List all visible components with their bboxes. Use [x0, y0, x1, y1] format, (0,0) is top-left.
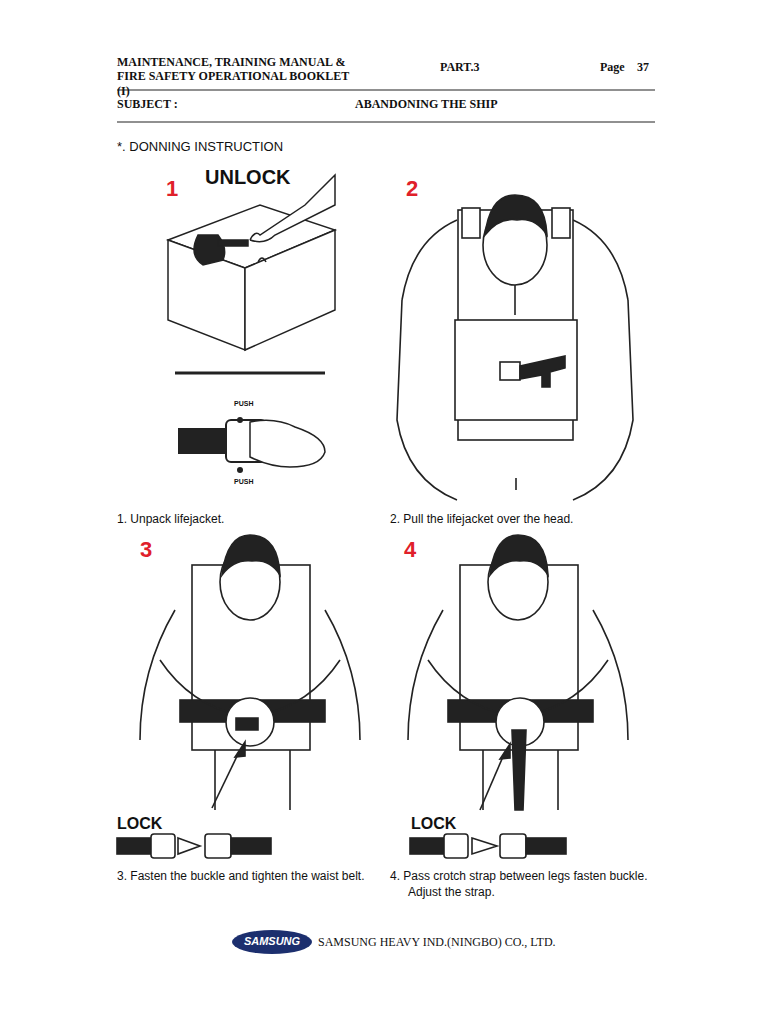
header-title: MAINTENANCE, TRAINING MANUAL & FIRE SAFE…	[117, 55, 357, 98]
push-label: PUSH	[234, 400, 253, 408]
step-caption: 3. Fasten the buckle and tighten the wai…	[117, 868, 397, 884]
subject-label: SUBJECT :	[117, 97, 178, 111]
step-caption: 4. Pass crotch strap between legs fasten…	[390, 868, 663, 900]
lock-label: LOCK	[411, 814, 456, 833]
section-heading: *. DONNING INSTRUCTION	[117, 139, 283, 155]
push-label: PUSH	[234, 478, 253, 486]
step-caption: 2. Pull the lifejacket over the head.	[390, 511, 678, 527]
logo-ellipse	[232, 930, 312, 954]
step-number: 4	[404, 537, 416, 563]
step-number: 3	[140, 537, 152, 563]
unlock-label: UNLOCK	[205, 165, 291, 189]
person-donning	[397, 195, 633, 500]
person-waist-belt	[117, 535, 360, 858]
step-number: 2	[406, 176, 418, 202]
rule-line	[117, 121, 655, 122]
subject-value: ABANDONING THE SHIP	[355, 97, 497, 111]
packed-lifejacket	[168, 175, 335, 350]
part-number: PART.3	[440, 60, 479, 74]
page-number: 37	[637, 60, 649, 74]
divider-line	[175, 372, 325, 375]
step-number: 1	[166, 176, 178, 202]
company-name: SAMSUNG HEAVY IND.(NINGBO) CO., LTD.	[318, 935, 556, 949]
release-buckle	[178, 417, 325, 473]
person-crotch-strap	[408, 535, 628, 858]
rule-line	[117, 89, 655, 90]
page-word: Page	[600, 60, 625, 74]
lock-label: LOCK	[117, 814, 162, 833]
company-logo: SAMSUNG	[244, 935, 300, 948]
step-caption: 1. Unpack lifejacket.	[117, 511, 395, 527]
